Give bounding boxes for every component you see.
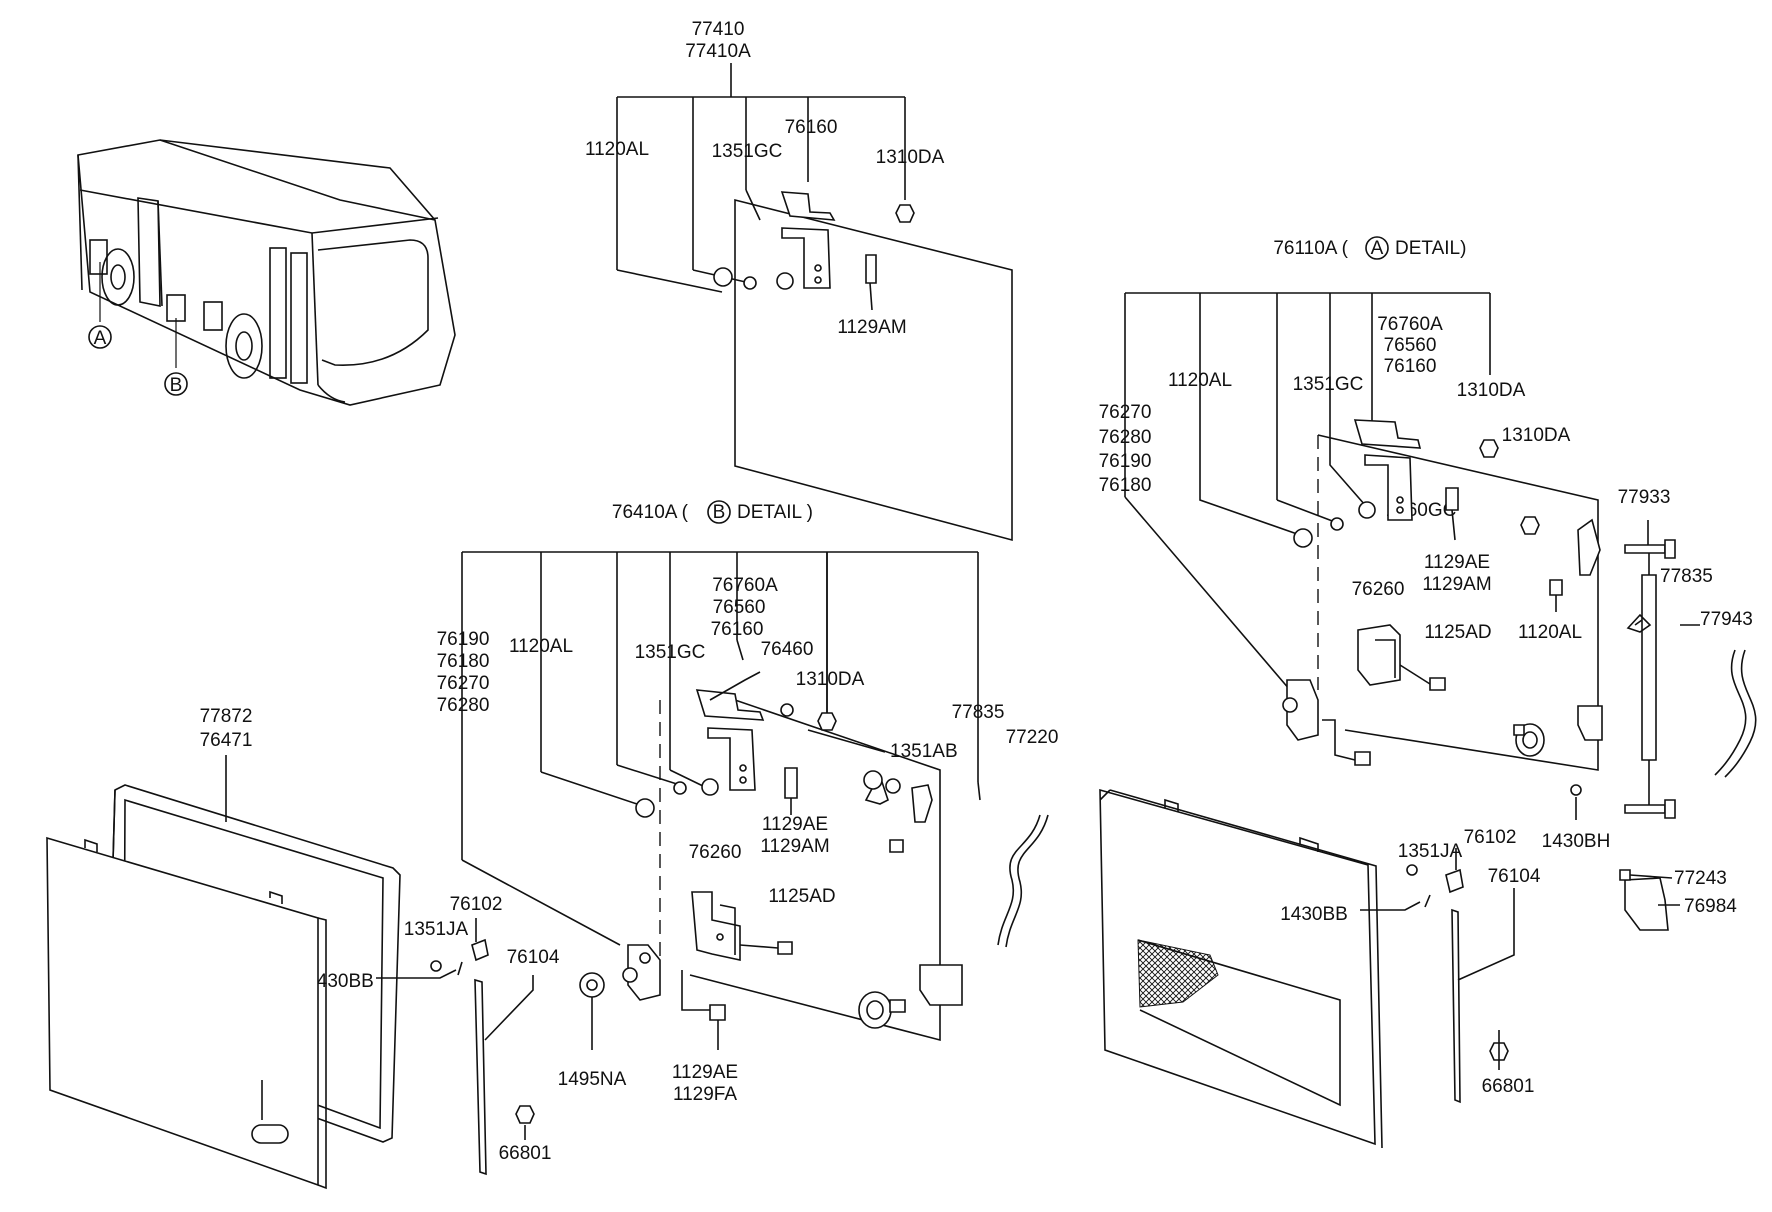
label-76160-a: 76160 [1384, 356, 1437, 377]
detail-b-letter: B [170, 375, 183, 396]
label-1129fa: 1129FA [673, 1084, 737, 1105]
left-door-panel: 77872 76471 1351JA 76102 1430BB 76104 76… [46, 706, 560, 1190]
label-1129am-a: 1129AM [1422, 574, 1491, 595]
label-1129ae: 1129AE [762, 814, 828, 835]
label-76560-a: 76560 [1384, 335, 1437, 356]
detail-b-callout [164, 372, 188, 396]
detail-a-letter: A [94, 328, 107, 349]
label-76102: 76102 [450, 894, 503, 915]
label-76104-a: 76104 [1488, 866, 1541, 887]
door-assembly-b-detail: 76410A ( B DETAIL ) 76190 76180 76270 76… [437, 500, 1059, 1105]
circle-a-letter: A [1371, 238, 1384, 259]
label-66801: 66801 [499, 1143, 552, 1164]
label-1125ad: 1125AD [768, 886, 835, 907]
label-1120al: 1120AL [585, 139, 649, 160]
label-76260-a: 76260 [1352, 579, 1405, 600]
label-76190: 76190 [437, 629, 490, 650]
detail-a-callout [88, 325, 112, 349]
label-77410a: 77410A [685, 41, 751, 62]
label-1430bb-a: 1430BB [1280, 904, 1348, 925]
label-1351ab: 1351AB [890, 741, 958, 762]
label-1351ja: 1351JA [404, 919, 469, 940]
label-66801-a: 66801 [1482, 1076, 1535, 1097]
label-1310da-a: 1310DA [1457, 380, 1526, 401]
label-1351ja-a: 1351JA [1398, 841, 1463, 862]
label-76270-a: 76270 [1099, 402, 1152, 423]
label-detail-b: DETAIL ) [737, 502, 813, 523]
label-76260: 76260 [689, 842, 742, 863]
label-77872: 77872 [200, 706, 253, 727]
label-76280: 76280 [437, 695, 490, 716]
label-77835: 77835 [952, 702, 1005, 723]
label-1129am-b: 1129AM [760, 836, 829, 857]
label-76270: 76270 [437, 673, 490, 694]
label-1430bb: 1430BB [306, 971, 374, 992]
right-door-panel [1099, 788, 1515, 1149]
label-1120al-a2: 1120AL [1518, 622, 1582, 643]
label-1129ae-b: 1129AE [672, 1062, 738, 1083]
label-1351gc-b: 1351GC [635, 642, 706, 663]
label-76180: 76180 [437, 651, 490, 672]
label-76190-a: 76190 [1099, 451, 1152, 472]
label-76410a: 76410A ( [612, 502, 689, 523]
label-76104: 76104 [507, 947, 560, 968]
label-1430bh: 1430BH [1542, 831, 1611, 852]
hinge-assembly-top: 77410 77410A 1120AL 1351GC 76160 1310DA … [585, 19, 1013, 542]
label-1495na: 1495NA [558, 1069, 627, 1090]
label-1310da-a2: 1310DA [1502, 425, 1571, 446]
label-1120al-b: 1120AL [509, 636, 573, 657]
label-77933: 77933 [1618, 487, 1671, 508]
label-76110a: 76110A ( [1273, 238, 1348, 259]
label-76160: 76160 [785, 117, 838, 138]
circle-b-letter: B [713, 502, 726, 523]
label-1351gc: 1351GC [712, 141, 783, 162]
label-1351gc-a: 1351GC [1293, 374, 1364, 395]
label-76984: 76984 [1684, 896, 1737, 917]
label-detail-a: DETAIL) [1395, 238, 1466, 259]
label-1129am: 1129AM [837, 317, 906, 338]
label-77410: 77410 [692, 19, 745, 40]
circle-a [1365, 236, 1389, 260]
label-1125ad-a: 1125AD [1424, 622, 1491, 643]
label-1310da-b: 1310DA [796, 669, 865, 690]
bus-illustration: A B [77, 139, 456, 406]
label-1129ae-a: 1129AE [1424, 552, 1490, 573]
label-76280-a: 76280 [1099, 427, 1152, 448]
label-76460: 76460 [761, 639, 814, 660]
circle-b [707, 500, 731, 524]
label-77220: 77220 [1006, 727, 1059, 748]
label-77943: 77943 [1700, 609, 1753, 630]
label-1310da: 1310DA [876, 147, 945, 168]
label-76160-b: 76160 [711, 619, 764, 640]
label-76560: 76560 [713, 597, 766, 618]
label-76760a: 76760A [712, 575, 778, 596]
label-77835-a: 77835 [1660, 566, 1713, 587]
label-76760a-a: 76760A [1377, 314, 1443, 335]
label-76102-a: 76102 [1464, 827, 1517, 848]
label-76180-a: 76180 [1099, 475, 1152, 496]
label-77243: 77243 [1674, 868, 1727, 889]
label-76471: 76471 [200, 730, 253, 751]
door-assembly-a-detail: 76110A ( A DETAIL) 76270 76280 76190 761… [1099, 236, 1757, 1097]
